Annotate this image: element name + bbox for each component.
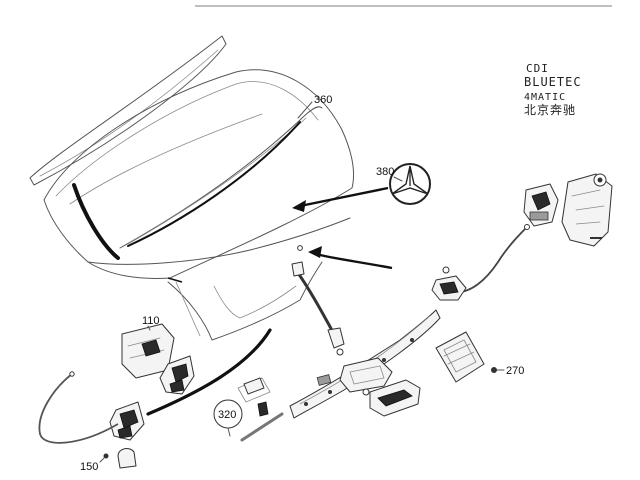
cable-end (524, 224, 530, 230)
hinge-mechanism-lower (109, 401, 145, 441)
badge-4matic: 4MATIC (524, 92, 566, 103)
arrow-latch-to-lid (308, 246, 393, 270)
badge-cdi: CDI (526, 62, 549, 75)
badge-bluetec: BLUETEC (524, 75, 582, 89)
seal-strip (146, 328, 272, 416)
callout-270: 270 (506, 365, 524, 377)
trunk-lid: 360 (29, 35, 355, 341)
callout-380: 380 (376, 166, 394, 178)
badge-group: CDI BLUETEC 4MATIC 北京奔驰 (524, 62, 582, 117)
callout-320: 320 (218, 409, 236, 421)
antenna-parts: 320 (213, 377, 284, 442)
badge-chinese: 北京奔驰 (524, 103, 576, 117)
arrow-emblem-to-lid (292, 186, 389, 212)
star-emblem: 380 (376, 163, 431, 205)
clip-150: 150 (80, 448, 137, 473)
release-rod (291, 261, 345, 356)
hinge-mechanism-upper (159, 355, 195, 395)
camera-unit (362, 379, 421, 417)
lid-actuator (523, 173, 613, 247)
lid-screw (297, 245, 303, 251)
actuator-cable (453, 225, 529, 293)
latch-module (431, 266, 467, 301)
license-lamp: 270 (435, 331, 524, 383)
handle-trim-bar (289, 309, 441, 419)
arrow-lower-lid (167, 277, 183, 283)
callout-110: 110 (142, 315, 160, 327)
hinge-cable-end (69, 371, 75, 377)
callout-360: 360 (314, 94, 332, 106)
callout-150: 150 (80, 461, 98, 473)
hinge-cable (38, 373, 119, 444)
